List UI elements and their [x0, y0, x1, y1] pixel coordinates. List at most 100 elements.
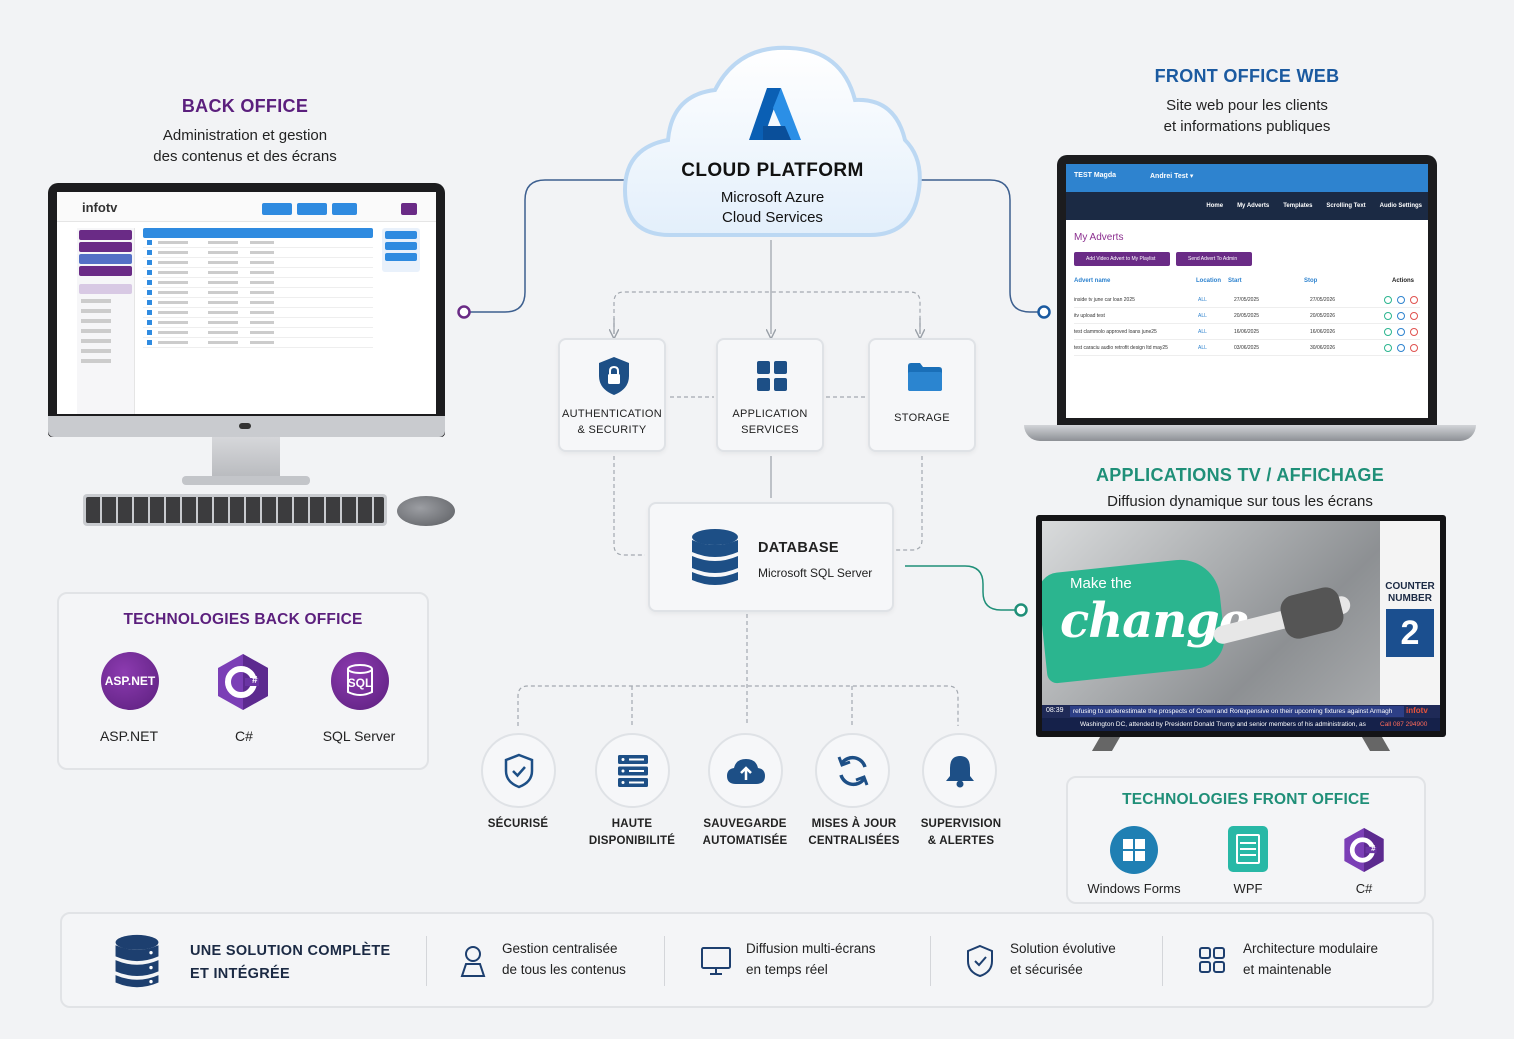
shield-check-band-icon — [967, 944, 993, 978]
tv-phone: Call 087 294900 — [1380, 721, 1428, 728]
bo-btn-3[interactable] — [332, 203, 357, 215]
row-start: 03/06/2025 — [1234, 345, 1260, 351]
app-label-1: APPLICATION — [732, 408, 808, 420]
frontoffice-title: FRONT OFFICE WEB — [1154, 66, 1340, 86]
cloud-line2: Cloud Services — [722, 209, 823, 226]
col-location: Location — [1196, 278, 1221, 284]
tech-sql-label: SQL Server — [322, 728, 396, 744]
app-nav: Home My Adverts Templates Scrolling Text Aud… — [1206, 203, 1422, 209]
app-table-row[interactable]: test caraciu audio retrofit design ltd m… — [1074, 340, 1420, 356]
link-cloud-backoffice — [470, 179, 632, 313]
edit-icon[interactable] — [1397, 312, 1405, 320]
row-location: ALL — [1198, 345, 1207, 351]
row-stop: 16/06/2026 — [1310, 329, 1336, 335]
apps-grid-icon — [757, 361, 787, 391]
bo-table-row[interactable] — [143, 258, 373, 268]
app-nav-item[interactable]: Templates — [1283, 203, 1313, 209]
col-actions: Actions — [1392, 278, 1415, 284]
row-start: 20/05/2025 — [1234, 313, 1260, 319]
svg-text:#: # — [252, 675, 258, 686]
bo-table-row[interactable] — [143, 278, 373, 288]
database-subtitle: Microsoft SQL Server — [758, 566, 873, 580]
delete-icon[interactable] — [1410, 312, 1418, 320]
bo-sidebar — [77, 228, 135, 414]
link-cloud-frontoffice — [918, 179, 1038, 313]
band-item-1-l1: Gestion centralisée — [502, 941, 618, 956]
feature-availability — [595, 733, 670, 808]
band-item-1: Gestion centralisée de tous les contenus — [502, 938, 626, 980]
app-user[interactable]: Andrei Test ▾ — [1150, 173, 1194, 180]
sql-server-icon: SQL — [331, 652, 389, 710]
bo-table-row[interactable] — [143, 338, 373, 348]
csharp-front-icon: # — [1344, 828, 1384, 872]
edit-icon[interactable] — [1397, 328, 1405, 336]
app-nav-item[interactable]: Home — [1206, 203, 1224, 209]
folder-icon — [908, 363, 942, 391]
row-stop: 20/05/2026 — [1310, 313, 1336, 319]
storage-label: STORAGE — [894, 412, 950, 424]
col-start: Start — [1228, 278, 1242, 284]
delete-icon[interactable] — [1410, 344, 1418, 352]
row-advert-name: test caraciu audio retrofit design ltd m… — [1074, 345, 1168, 351]
app-nav-item[interactable]: Audio Settings — [1379, 203, 1422, 209]
play-icon[interactable] — [1384, 344, 1392, 352]
edit-icon[interactable] — [1397, 296, 1405, 304]
tech-csharp-front-label: C# — [1355, 881, 1373, 896]
bo-btn-2[interactable] — [297, 203, 327, 215]
ticker-text-2: Washington DC, attended by President Don… — [1080, 721, 1366, 728]
feature-availability-l1: HAUTE — [611, 818, 653, 830]
monitor-stand — [212, 437, 280, 477]
row-advert-name: inside tv june car loan 2025 — [1074, 297, 1135, 303]
bo-table-row[interactable] — [143, 328, 373, 338]
feature-updates — [815, 733, 890, 808]
band-item-2-l2: en temps réel — [746, 962, 828, 977]
band-title-2: ET INTÉGRÉE — [190, 966, 290, 982]
add-advert-button[interactable]: Add Video Advert to My Playlist — [1074, 252, 1170, 266]
svg-text:#: # — [1371, 844, 1376, 853]
bo-table-row[interactable] — [143, 298, 373, 308]
app-nav-item[interactable]: Scrolling Text — [1326, 203, 1366, 209]
auth-label-2: & SECURITY — [577, 424, 647, 436]
tv-display: Make the change COUNTER NUMBER 2 08:39 r… — [1036, 515, 1446, 737]
col-name: Advert name — [1074, 278, 1111, 284]
feature-monitoring — [922, 733, 997, 808]
feature-updates-label: MISES À JOUR CENTRALISÉES — [800, 816, 908, 850]
feature-secure-label: SÉCURISÉ — [468, 816, 568, 833]
delete-icon[interactable] — [1410, 328, 1418, 336]
send-advert-button[interactable]: Send Advert To Admin — [1176, 252, 1252, 266]
row-location: ALL — [1198, 329, 1207, 335]
band-item-4-l1: Architecture modulaire — [1243, 941, 1379, 956]
tech-aspnet-label: ASP.NET — [99, 728, 159, 744]
play-icon[interactable] — [1384, 328, 1392, 336]
frontoffice-line2: et informations publiques — [1163, 118, 1331, 135]
play-icon[interactable] — [1384, 296, 1392, 304]
monitor-base — [182, 476, 310, 485]
bo-btn-1[interactable] — [262, 203, 292, 215]
col-stop: Stop — [1304, 278, 1318, 284]
bo-table-row[interactable] — [143, 308, 373, 318]
counter-panel: COUNTER NUMBER 2 — [1380, 521, 1440, 705]
feature-monitoring-l1: SUPERVISION — [920, 818, 1002, 830]
app-nav-item[interactable]: My Adverts — [1237, 203, 1270, 209]
windows-forms-icon — [1110, 826, 1158, 874]
bo-table-row[interactable] — [143, 288, 373, 298]
feature-monitoring-label: SUPERVISION & ALERTES — [908, 816, 1014, 850]
feature-backup — [708, 733, 783, 808]
bo-table-row[interactable] — [143, 248, 373, 258]
band-title: UNE SOLUTION COMPLÈTE ET INTÉGRÉE — [190, 940, 390, 986]
bo-table-row[interactable] — [143, 238, 373, 248]
ticker-bar-2 — [1042, 718, 1440, 731]
band-item-4-l2: et maintenable — [1243, 962, 1332, 977]
bo-table-row[interactable] — [143, 268, 373, 278]
bo-table-row[interactable] — [143, 318, 373, 328]
edit-icon[interactable] — [1397, 344, 1405, 352]
counter-label-2: NUMBER — [1388, 593, 1432, 604]
database-title: DATABASE — [758, 540, 839, 556]
user-icon — [460, 946, 486, 977]
play-icon[interactable] — [1384, 312, 1392, 320]
delete-icon[interactable] — [1410, 296, 1418, 304]
bo-btn-4[interactable] — [401, 203, 417, 215]
